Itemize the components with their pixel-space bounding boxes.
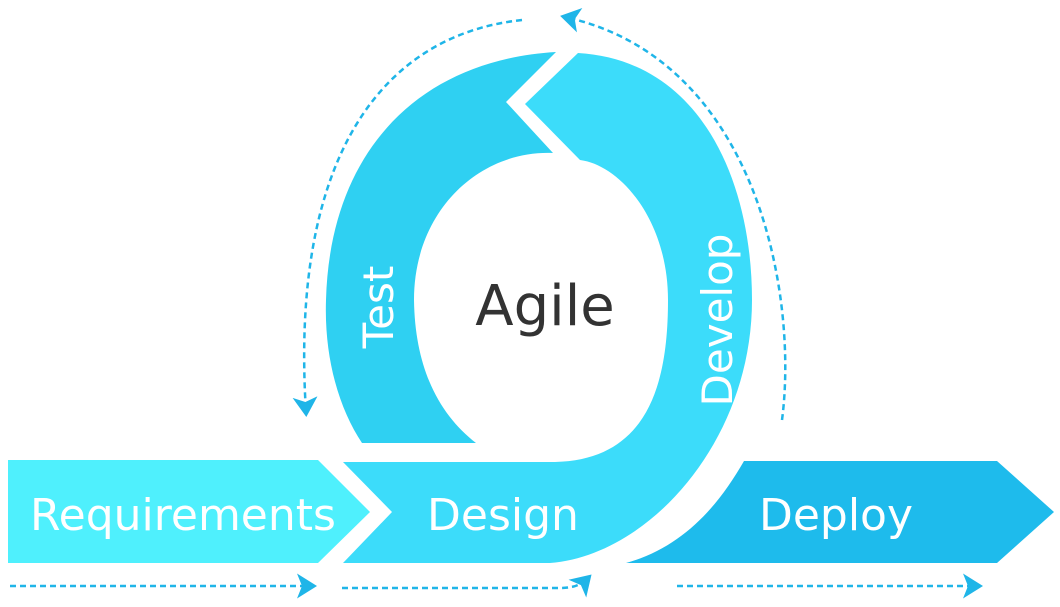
test-label: Test xyxy=(354,266,403,350)
deploy-stage-shape xyxy=(626,461,1054,563)
develop-design-stage-shape xyxy=(343,53,752,563)
design-label: Design xyxy=(427,490,579,541)
flow-arrow-design xyxy=(342,574,592,598)
loop-arrow-top-right xyxy=(560,8,787,421)
deploy-label: Deploy xyxy=(759,490,913,541)
test-stage-shape xyxy=(325,52,556,443)
develop-label: Develop xyxy=(693,234,742,407)
loop-arrow-top-left xyxy=(292,18,523,417)
agile-center-label: Agile xyxy=(475,274,614,339)
requirements-label: Requirements xyxy=(30,490,336,541)
requirements-stage-shape xyxy=(8,460,370,563)
